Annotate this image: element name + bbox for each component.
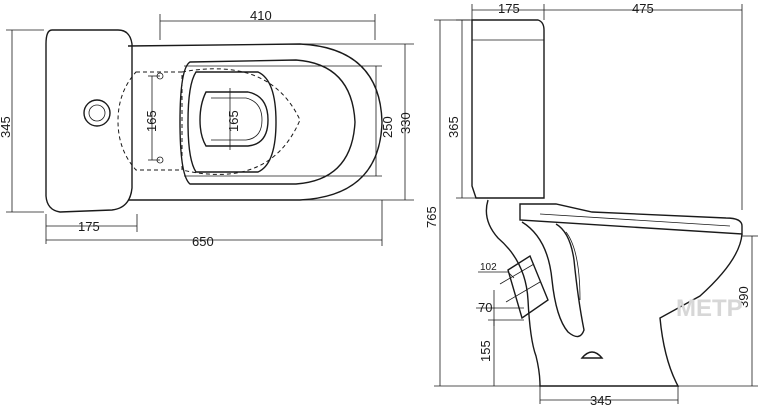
tank-outline <box>45 29 133 213</box>
side-seat <box>519 203 743 235</box>
svg-text:475: 475 <box>632 1 654 16</box>
dim-155: 155 <box>478 319 524 386</box>
bowl-water-area <box>199 91 269 147</box>
svg-text:390: 390 <box>736 286 751 308</box>
dim-345-base: 345 <box>539 386 679 407</box>
svg-text:175: 175 <box>78 219 100 234</box>
side-view: 175 475 365 765 390 <box>424 1 758 407</box>
hidden-outline <box>117 71 183 171</box>
svg-text:102: 102 <box>480 262 497 273</box>
dim-765: 765 <box>424 19 540 387</box>
dim-175-top: 175 <box>45 214 138 244</box>
dim-102: 102 <box>478 262 515 279</box>
dim-410: 410 <box>159 8 376 40</box>
side-bowl-body <box>485 199 743 387</box>
svg-text:345: 345 <box>0 116 13 138</box>
dim-475: 475 <box>544 1 743 210</box>
flush-button-icon <box>83 99 111 127</box>
svg-text:175: 175 <box>498 1 520 16</box>
dim-650: 650 <box>46 200 383 249</box>
dim-165-mount: 165 <box>144 75 160 161</box>
svg-text:155: 155 <box>478 340 493 362</box>
svg-text:345: 345 <box>590 393 612 407</box>
rim-outline <box>179 59 356 185</box>
dim-390: 390 <box>678 235 758 387</box>
dim-175-side: 175 <box>471 1 545 20</box>
top-view: 410 345 175 650 165 <box>0 8 414 249</box>
svg-text:165: 165 <box>226 110 241 132</box>
dim-165-bowl: 165 <box>226 88 241 150</box>
seat-opening <box>187 71 277 173</box>
dim-330: 330 <box>300 43 414 201</box>
dim-250: 250 <box>184 65 395 177</box>
svg-text:70: 70 <box>478 300 492 315</box>
side-tank <box>471 19 545 199</box>
watermark-text: METP <box>676 295 743 322</box>
side-outlet <box>507 254 549 320</box>
side-base-slot <box>580 351 604 359</box>
svg-text:650: 650 <box>192 234 214 249</box>
dim-345-left: 345 <box>0 29 44 213</box>
side-trap <box>521 221 585 338</box>
svg-text:365: 365 <box>446 116 461 138</box>
bowl-outer-outline <box>127 43 383 201</box>
svg-text:250: 250 <box>380 116 395 138</box>
svg-text:165: 165 <box>144 110 159 132</box>
svg-text:765: 765 <box>424 206 439 228</box>
svg-text:330: 330 <box>398 112 413 134</box>
svg-text:410: 410 <box>250 8 272 23</box>
